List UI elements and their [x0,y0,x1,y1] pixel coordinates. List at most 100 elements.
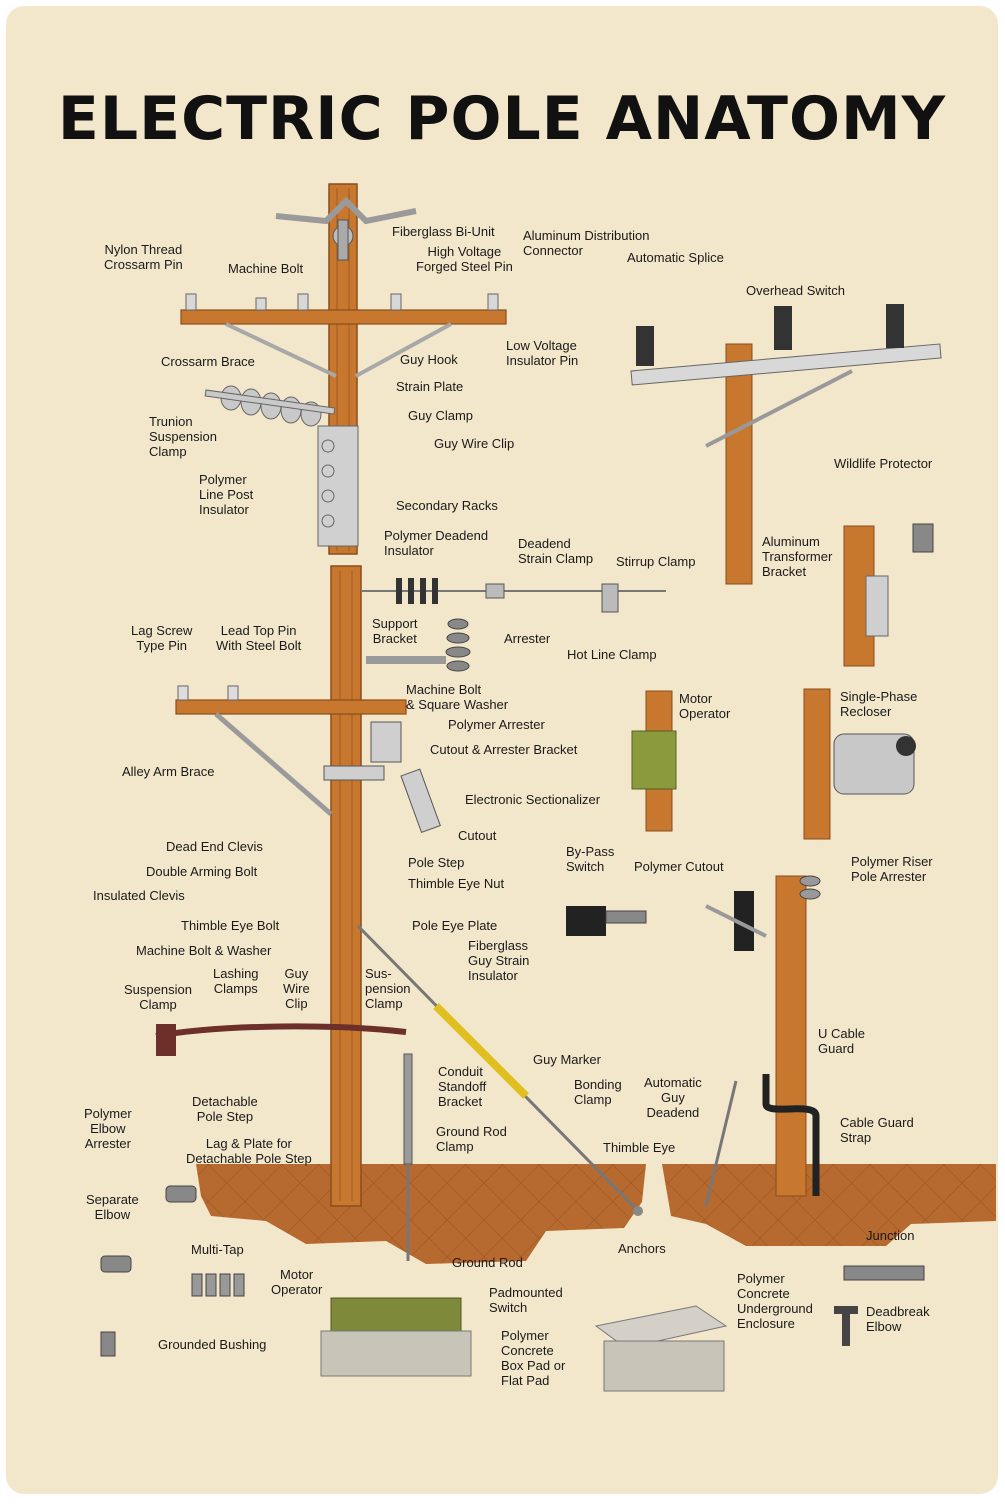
label-by-pass-switch: By-Pass Switch [566,844,615,874]
recloser-pole [803,688,916,840]
guy-strain-insulator [433,1003,529,1099]
separate-elbow [100,1255,132,1273]
label-ground-rod: Ground Rod [452,1255,523,1270]
poster: ELECTRIC POLE ANATOMY [6,6,998,1494]
label-trunion-suspension-clamp: Trunion Suspension Clamp [149,414,217,459]
label-u-cable-guard: U Cable Guard [818,1026,865,1056]
label-bonding-clamp: Bonding Clamp [574,1077,622,1107]
label-cutout: Cutout [458,828,497,843]
anchor [633,1206,643,1216]
label-automatic-guy-deadend: Automatic Guy Deadend [644,1075,702,1120]
label-polymer-cutout: Polymer Cutout [634,859,724,874]
label-machine-bolt-top: Machine Bolt [228,261,304,276]
label-stirrup-clamp: Stirrup Clamp [616,554,696,569]
label-nylon-thread-crossarm-pin: Nylon Thread Crossarm Pin [104,242,183,272]
label-pole-eye-plate: Pole Eye Plate [412,918,498,933]
label-wildlife-protector: Wildlife Protector [834,456,933,471]
polymer-cutout [705,891,767,951]
bypass-switch [566,906,647,936]
padmounted-switch [320,1297,472,1377]
ground-right [662,1164,996,1246]
label-electronic-sectionalizer: Electronic Sectionalizer [465,792,601,807]
label-thimble-eye-nut: Thimble Eye Nut [408,876,505,891]
label-polymer-arrester: Polymer Arrester [448,717,545,732]
label-separate-elbow: Separate Elbow [86,1192,139,1222]
label-polymer-line-post-insulator: Polymer Line Post Insulator [199,472,254,517]
label-alley-arm-brace: Alley Arm Brace [122,764,215,779]
label-cable-guard-strap: Cable Guard Strap [840,1115,914,1145]
label-ground-rod-clamp: Ground Rod Clamp [436,1124,507,1154]
conduit [403,1053,413,1165]
label-machine-bolt-square-washer: Machine Bolt & Square Washer [406,682,509,712]
label-high-voltage-forged-steel-pin: High Voltage Forged Steel Pin [416,244,513,274]
label-guy-hook: Guy Hook [400,352,458,367]
label-automatic-splice: Automatic Splice [627,250,724,265]
main-pole [328,183,362,1207]
suspension-strand [155,1023,407,1039]
label-polymer-concrete-box-pad: Polymer Concrete Box Pad or Flat Pad [501,1328,566,1388]
label-conduit-standoff-bracket: Conduit Standoff Bracket [438,1064,487,1109]
grounded-bushing [100,1331,116,1357]
label-crossarm-brace: Crossarm Brace [161,354,255,369]
top-crossarm [180,196,507,378]
label-pole-step: Pole Step [408,855,465,870]
label-thimble-eye-bolt: Thimble Eye Bolt [181,918,280,933]
label-padmounted-switch: Padmounted Switch [489,1285,563,1315]
label-hot-line-clamp: Hot Line Clamp [567,647,657,662]
label-polymer-riser-pole-arrester: Polymer Riser Pole Arrester [851,854,933,884]
underground-enclosure [594,1305,728,1392]
label-insulated-clevis: Insulated Clevis [93,888,185,903]
label-thimble-eye: Thimble Eye [603,1140,676,1155]
label-guy-marker: Guy Marker [533,1052,601,1067]
riser-pole [762,875,821,1197]
label-junction: Junction [866,1228,915,1243]
label-dead-end-clevis: Dead End Clevis [166,839,263,854]
label-lag-plate-detachable-pole-step: Lag & Plate for Detachable Pole Step [186,1136,312,1166]
deadend-assembly [361,578,666,672]
label-strain-plate: Strain Plate [396,379,464,394]
label-lashing-clamps: Lashing Clamps [213,966,259,996]
lower-crossarm [175,685,407,816]
label-fiberglass-bi-unit: Fiberglass Bi-Unit [392,224,495,239]
label-aluminum-transformer-bracket: Aluminum Transformer Bracket [762,534,833,579]
label-lag-screw-type-pin: Lag Screw Type Pin [131,623,193,653]
pole-illustration [100,183,996,1392]
label-cutout-arrester-bracket: Cutout & Arrester Bracket [430,742,578,757]
label-lead-top-pin-with-steel-bolt: Lead Top Pin With Steel Bolt [216,623,302,653]
label-guy-wire-clip-top: Guy Wire Clip [434,436,515,451]
label-single-phase-recloser: Single-Phase Recloser [840,689,918,719]
multi-tap [191,1273,245,1297]
label-motor-operator-bottom: Motor Operator [271,1267,323,1297]
label-guy-wire-clip-bottom: Guy Wire Clip [283,966,310,1011]
label-fiberglass-guy-strain-insulator: Fiberglass Guy Strain Insulator [468,938,530,983]
label-machine-bolt-washer: Machine Bolt & Washer [136,943,272,958]
label-suspension-clamp-mid: Sus- pension Clamp [365,966,411,1011]
label-suspension-clamp-left: Suspension Clamp [124,982,192,1012]
ground-left [196,1164,646,1264]
poster-title: ELECTRIC POLE ANATOMY [57,84,947,154]
motor-operator-pole [631,690,677,832]
secondary-racks [317,425,359,547]
junction-piece [843,1265,925,1281]
label-secondary-racks: Secondary Racks [396,498,498,513]
label-detachable-pole-step: Detachable Pole Step [192,1094,258,1124]
label-polymer-deadend-insulator: Polymer Deadend Insulator [384,528,489,558]
label-motor-operator-right: Motor Operator [679,691,731,721]
overhead-switch-pole [630,304,942,585]
transformer-bracket-pole [843,523,934,667]
label-overhead-switch: Overhead Switch [746,283,845,298]
deadbreak-elbow [834,1306,858,1346]
trunion-insulator [204,385,336,427]
label-arrester: Arrester [504,631,551,646]
label-guy-clamp: Guy Clamp [408,408,474,423]
label-deadend-strain-clamp: Deadend Strain Clamp [518,536,594,566]
label-anchors: Anchors [618,1241,666,1256]
label-double-arming-bolt: Double Arming Bolt [146,864,258,879]
label-polymer-concrete-underground-enclosure: Polymer Concrete Underground Enclosure [737,1271,813,1331]
guy-wire-right [704,1080,738,1207]
label-support-bracket: Support Bracket [372,616,418,646]
label-multi-tap: Multi-Tap [191,1242,244,1257]
label-polymer-elbow-arrester: Polymer Elbow Arrester [84,1106,132,1151]
cutout-assembly [323,721,441,834]
label-deadbreak-elbow: Deadbreak Elbow [866,1304,930,1334]
